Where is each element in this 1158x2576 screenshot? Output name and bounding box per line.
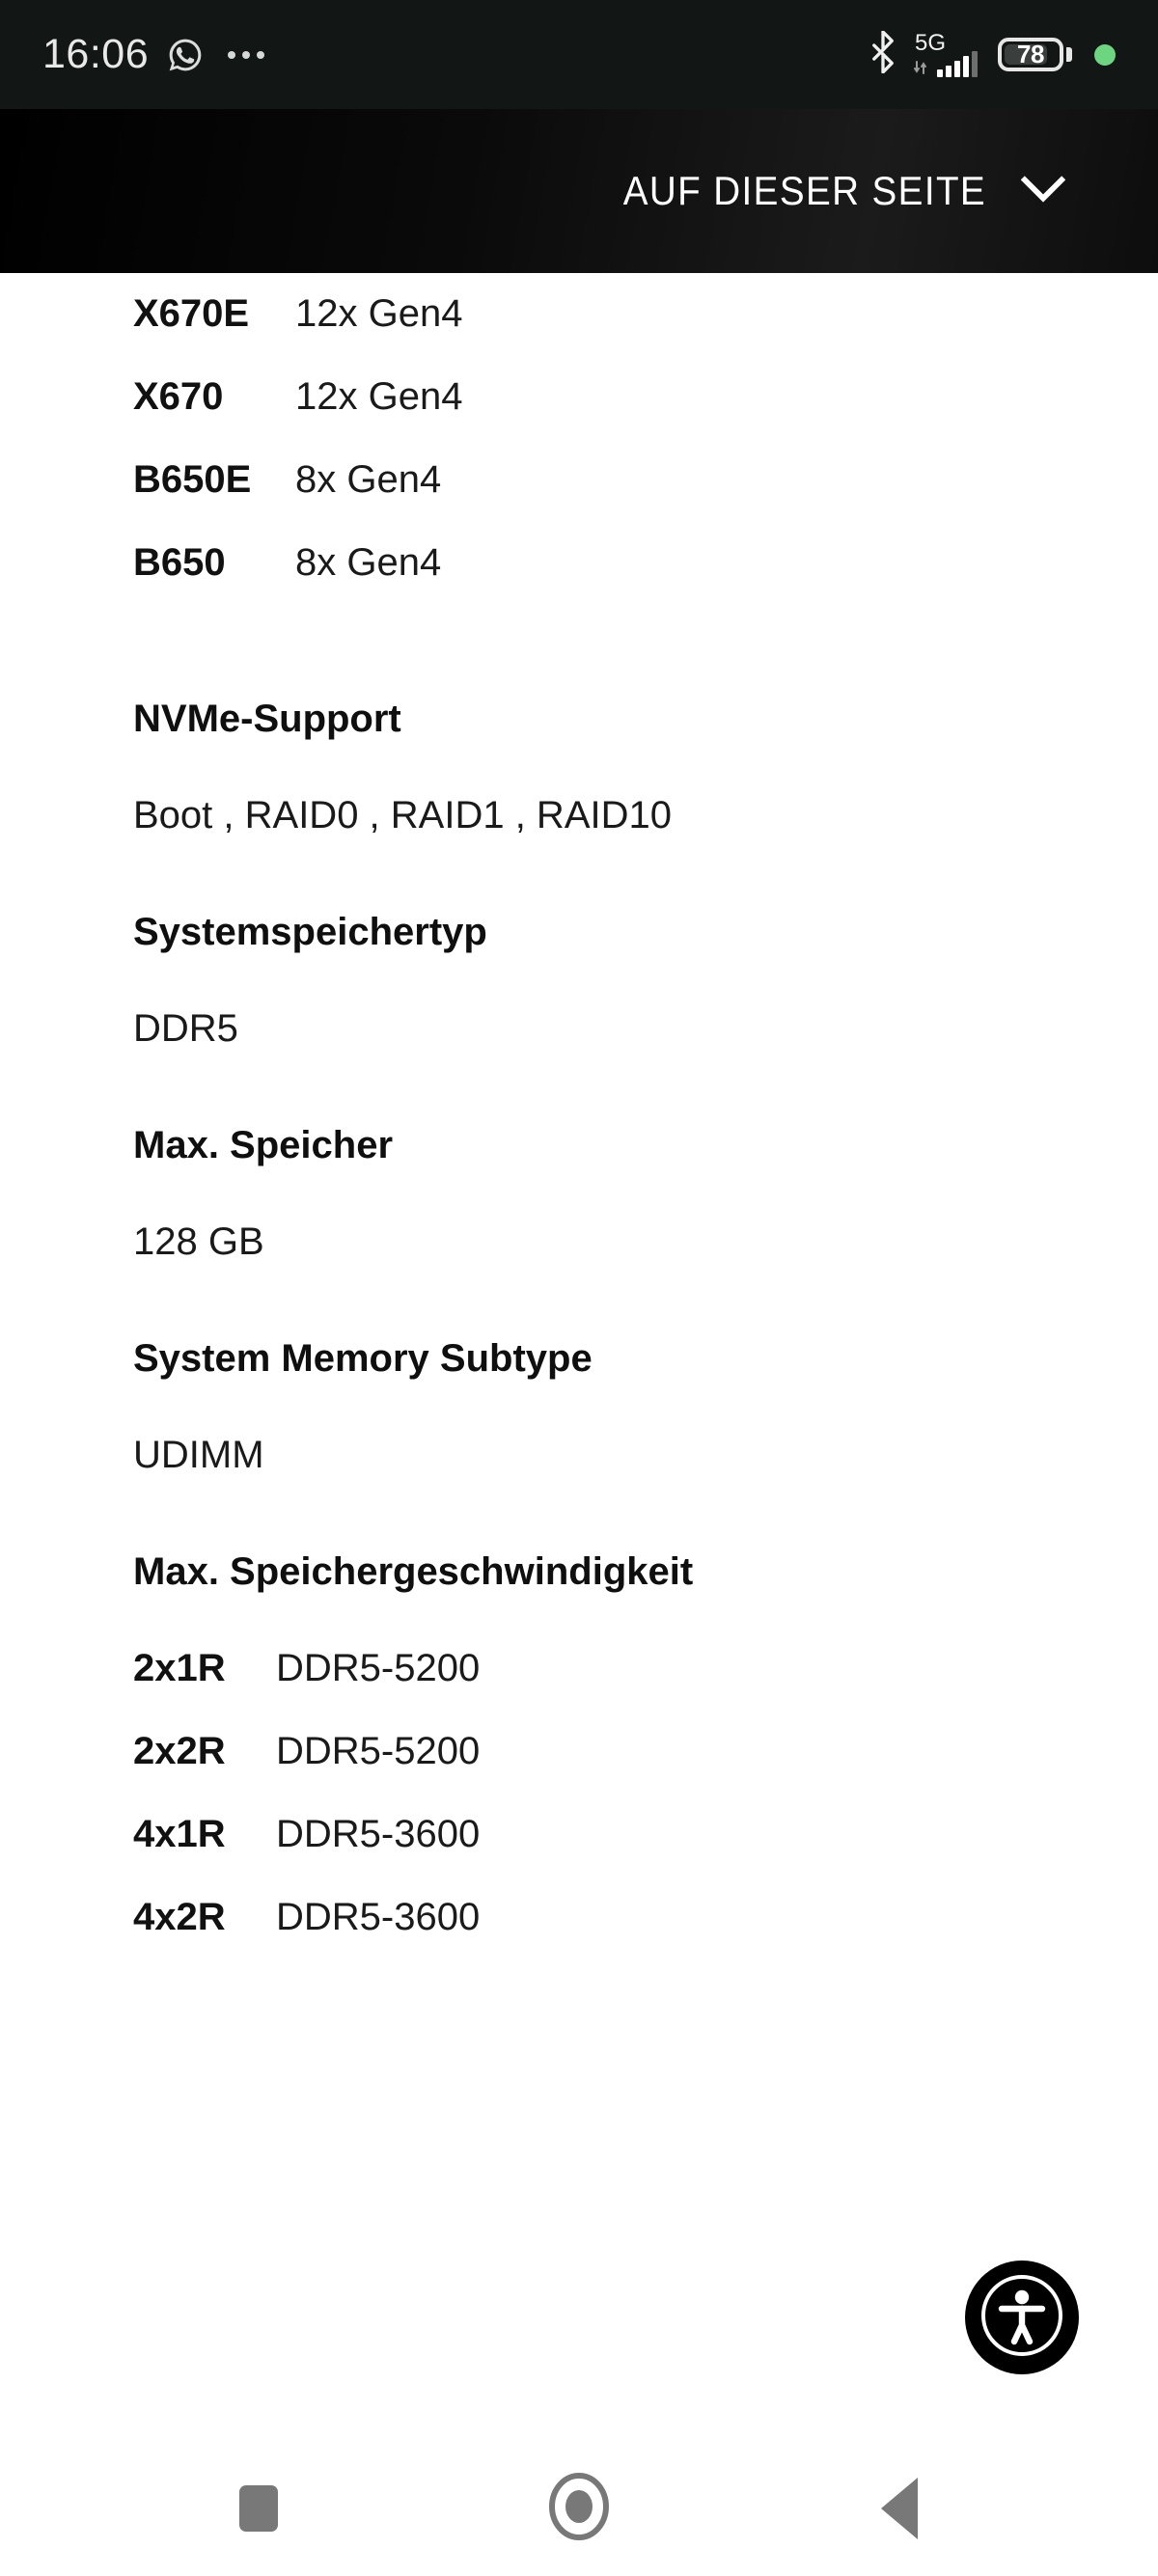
- battery-percent-label: 78: [1017, 40, 1044, 69]
- memory-speed: DDR5-3600: [276, 1896, 481, 1938]
- page-title: AUF DIESER SEITE: [622, 168, 986, 213]
- memory-speed: DDR5-5200: [276, 1647, 481, 1689]
- home-circle-icon: [545, 2470, 613, 2548]
- chipset-lanes: 12x Gen4: [295, 292, 463, 335]
- chipset-name: X670: [133, 375, 224, 418]
- network-type-label: 5G: [915, 29, 947, 56]
- status-bar-right: 5G 78: [868, 29, 1116, 78]
- on-this-page-header[interactable]: AUF DIESER SEITE: [0, 109, 1158, 273]
- table-row: 4x2R DDR5-3600: [133, 1896, 1158, 1979]
- chipset-table: X670E 12x Gen4 X670 12x Gen4 B650E 8x Ge…: [133, 273, 1158, 624]
- chipset-lanes: 8x Gen4: [295, 541, 442, 584]
- chipset-name: B650: [133, 541, 226, 584]
- memory-config: 2x2R: [133, 1730, 226, 1772]
- signal-bars-icon: [914, 50, 978, 77]
- section-heading: System Memory Subtype: [133, 1337, 593, 1380]
- section-max-memory-speed: Max. Speichergeschwindigkeit 2x1R DDR5-5…: [133, 1477, 1158, 1979]
- section-heading: Systemspeichertyp: [133, 911, 487, 953]
- android-navigation-bar: [0, 2441, 1158, 2576]
- status-bar-left: 16:06: [42, 31, 265, 78]
- section-value: UDIMM: [133, 1434, 264, 1476]
- memory-config: 4x2R: [133, 1896, 226, 1938]
- memory-speed-table: 2x1R DDR5-5200 2x2R DDR5-5200 4x1R DDR5-…: [133, 1647, 1158, 1979]
- section-value: Boot , RAID0 , RAID1 , RAID10: [133, 794, 672, 836]
- table-row: 4x1R DDR5-3600: [133, 1813, 1158, 1896]
- on-this-page-toggle[interactable]: AUF DIESER SEITE: [592, 168, 1066, 214]
- chipset-name: X670E: [133, 292, 250, 335]
- accessibility-button[interactable]: [965, 2261, 1079, 2374]
- table-row: B650E 8x Gen4: [133, 458, 1158, 541]
- table-row: 2x1R DDR5-5200: [133, 1647, 1158, 1730]
- section-heading: Max. Speichergeschwindigkeit: [133, 1550, 694, 1593]
- section-max-memory: Max. Speicher 128 GB: [133, 1051, 1158, 1264]
- section-system-memory-subtype: System Memory Subtype UDIMM: [133, 1264, 1158, 1477]
- back-button[interactable]: [846, 2455, 952, 2562]
- more-dots-icon: [228, 50, 265, 59]
- memory-config: 4x1R: [133, 1813, 226, 1855]
- section-value: DDR5: [133, 1007, 238, 1050]
- bluetooth-icon: [868, 30, 897, 78]
- recents-button[interactable]: [206, 2455, 312, 2562]
- section-heading: NVMe-Support: [133, 698, 401, 740]
- chipset-lanes: 12x Gen4: [295, 375, 463, 418]
- spec-content: X670E 12x Gen4 X670 12x Gen4 B650E 8x Ge…: [0, 273, 1158, 1979]
- table-row: X670E 12x Gen4: [133, 292, 1158, 375]
- section-heading: Max. Speicher: [133, 1124, 394, 1166]
- chipset-name: B650E: [133, 458, 252, 501]
- memory-speed: DDR5-3600: [276, 1813, 481, 1855]
- status-bar: 16:06 5G: [0, 0, 1158, 109]
- home-button[interactable]: [526, 2455, 632, 2562]
- memory-speed: DDR5-5200: [276, 1730, 481, 1772]
- battery-icon: 78: [998, 38, 1072, 71]
- table-row: X670 12x Gen4: [133, 375, 1158, 458]
- chevron-down-icon[interactable]: [1020, 175, 1066, 207]
- chipset-lanes: 8x Gen4: [295, 458, 442, 501]
- table-row: 2x2R DDR5-5200: [133, 1730, 1158, 1813]
- section-system-memory-type: Systemspeichertyp DDR5: [133, 837, 1158, 1051]
- section-value: 128 GB: [133, 1220, 264, 1263]
- section-nvme-support: NVMe-Support Boot , RAID0 , RAID1 , RAID…: [133, 624, 1158, 837]
- recents-square-icon: [239, 2485, 278, 2532]
- table-row: B650 8x Gen4: [133, 541, 1158, 624]
- network-5g-signal-icon: 5G: [914, 29, 978, 77]
- back-triangle-icon: [881, 2478, 918, 2539]
- status-clock: 16:06: [42, 31, 150, 77]
- accessibility-person-icon: [976, 2269, 1068, 2367]
- green-dot-icon: [1094, 43, 1116, 66]
- memory-config: 2x1R: [133, 1647, 226, 1689]
- whatsapp-icon: [166, 36, 205, 74]
